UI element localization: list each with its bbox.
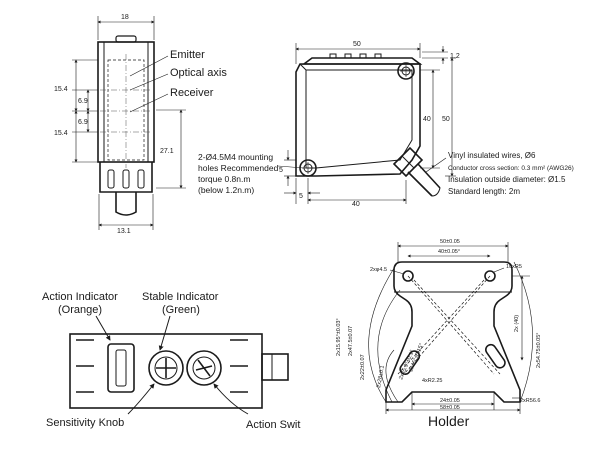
front-cable bbox=[115, 192, 137, 216]
dim-side-outer-height: 50 bbox=[442, 116, 450, 123]
dim-holder-outer-width: 50±0.05 bbox=[440, 239, 460, 245]
side-body bbox=[295, 63, 421, 177]
holder-slot-left bbox=[399, 350, 421, 375]
dim-front-upper-height: 15.4 bbox=[54, 86, 68, 93]
dim-holder-slot-r: 4xR2.25 bbox=[422, 378, 443, 384]
holder-title: Holder bbox=[428, 413, 470, 429]
action-switch[interactable] bbox=[186, 350, 222, 386]
note-mounting-line-1: 2-Ø4.5M4 mounting bbox=[198, 152, 273, 162]
dim-holder-bottom-r: 2xR56.6 bbox=[520, 398, 541, 404]
dim-side-bottom-inner: 40 bbox=[352, 201, 360, 208]
dim-front-receiver-gap: 6.9 bbox=[78, 119, 88, 126]
holder-hole-left bbox=[402, 270, 414, 282]
dim-front-width-bottom: 13.1 bbox=[117, 228, 131, 235]
note-mounting-line-3: torque 0.8n.m bbox=[198, 174, 250, 184]
holder-view: 50±0.05 40±0.05° 2xφ4.5 10xR5 2x15.95°±0… bbox=[336, 239, 542, 429]
note-cable-line-4: Standard length: 2m bbox=[448, 187, 520, 196]
label-sensitivity-knob: Sensitivity Knob bbox=[46, 417, 124, 429]
dim-holder-bottom-inner: 24±0.05 bbox=[440, 398, 460, 404]
dim-front-width-top: 18 bbox=[121, 14, 129, 21]
label-optical-axis: Optical axis bbox=[170, 67, 227, 79]
dim-holder-left-3: 2x22±0.07 bbox=[360, 354, 366, 380]
label-receiver: Receiver bbox=[170, 87, 214, 99]
label-action-indicator: Action Indicator bbox=[42, 291, 118, 303]
dim-holder-right-40: 2x (40) bbox=[514, 315, 520, 332]
dim-side-top-width: 50 bbox=[353, 41, 361, 48]
note-mounting-line-2: holes Recommended bbox=[198, 163, 279, 173]
dim-front-side-height: 27.1 bbox=[160, 148, 174, 155]
holder-hole-right bbox=[484, 270, 496, 282]
action-indicator-lens bbox=[107, 343, 135, 393]
side-mount-hole-top bbox=[397, 62, 415, 80]
label-action-indicator-color: (Orange) bbox=[58, 304, 102, 316]
dim-holder-left-2: 2x47.5±0.07 bbox=[348, 326, 354, 356]
dim-holder-hole-spacing: 40±0.05° bbox=[438, 249, 460, 255]
label-stable-indicator-color: (Green) bbox=[162, 304, 200, 316]
dim-side-bottom-offset: 5 bbox=[299, 193, 303, 200]
note-cable-line-1: Vinyl insulated wires, Ø6 bbox=[448, 151, 536, 160]
dim-holder-hole-dia: 2xφ4.5 bbox=[370, 267, 387, 273]
dim-front-emitter-gap: 6.9 bbox=[78, 98, 88, 105]
side-mount-hole-bottom bbox=[299, 159, 317, 177]
dim-side-small-offset: 1.2 bbox=[450, 53, 460, 60]
front-base bbox=[99, 162, 153, 193]
dim-holder-left-4: 2x28±0.1 bbox=[376, 365, 386, 388]
dim-front-lower-height: 15.4 bbox=[54, 130, 68, 137]
sensitivity-knob[interactable] bbox=[148, 350, 184, 386]
label-emitter: Emitter bbox=[170, 49, 205, 61]
indicator-cable-nub bbox=[261, 353, 289, 381]
front-top-cap bbox=[115, 35, 137, 43]
side-cable-gland bbox=[392, 146, 424, 178]
dim-holder-left-1: 2x15.95°±0.03° bbox=[336, 318, 342, 356]
dim-holder-corner-r: 10xR5 bbox=[506, 264, 522, 270]
dim-side-left-offset: 5 bbox=[279, 167, 283, 174]
dim-side-inner-height: 40 bbox=[423, 116, 431, 123]
front-view: 18 13.1 15.4 6.9 bbox=[54, 14, 227, 235]
note-cable-line-3: Insulation outside diameter: Ø1.5 bbox=[448, 175, 566, 184]
side-view: 50 1.2 40 bbox=[198, 41, 574, 208]
note-mounting-line-4: (below 1.2n.m) bbox=[198, 185, 254, 195]
label-action-switch: Action Swit bbox=[246, 419, 300, 431]
indicator-view: Action Indicator (Orange) Stable Indicat… bbox=[42, 291, 300, 431]
holder-outline bbox=[385, 261, 521, 403]
holder-slot-right bbox=[485, 343, 506, 369]
dim-holder-right-height: 2x54.75±0.05° bbox=[536, 333, 542, 369]
dim-holder-bottom-outer: 58±0.05 bbox=[440, 405, 460, 411]
note-cable-line-2: Conductor cross section: 0.3 mm² (AWG26) bbox=[448, 165, 574, 172]
label-stable-indicator: Stable Indicator bbox=[142, 291, 219, 303]
